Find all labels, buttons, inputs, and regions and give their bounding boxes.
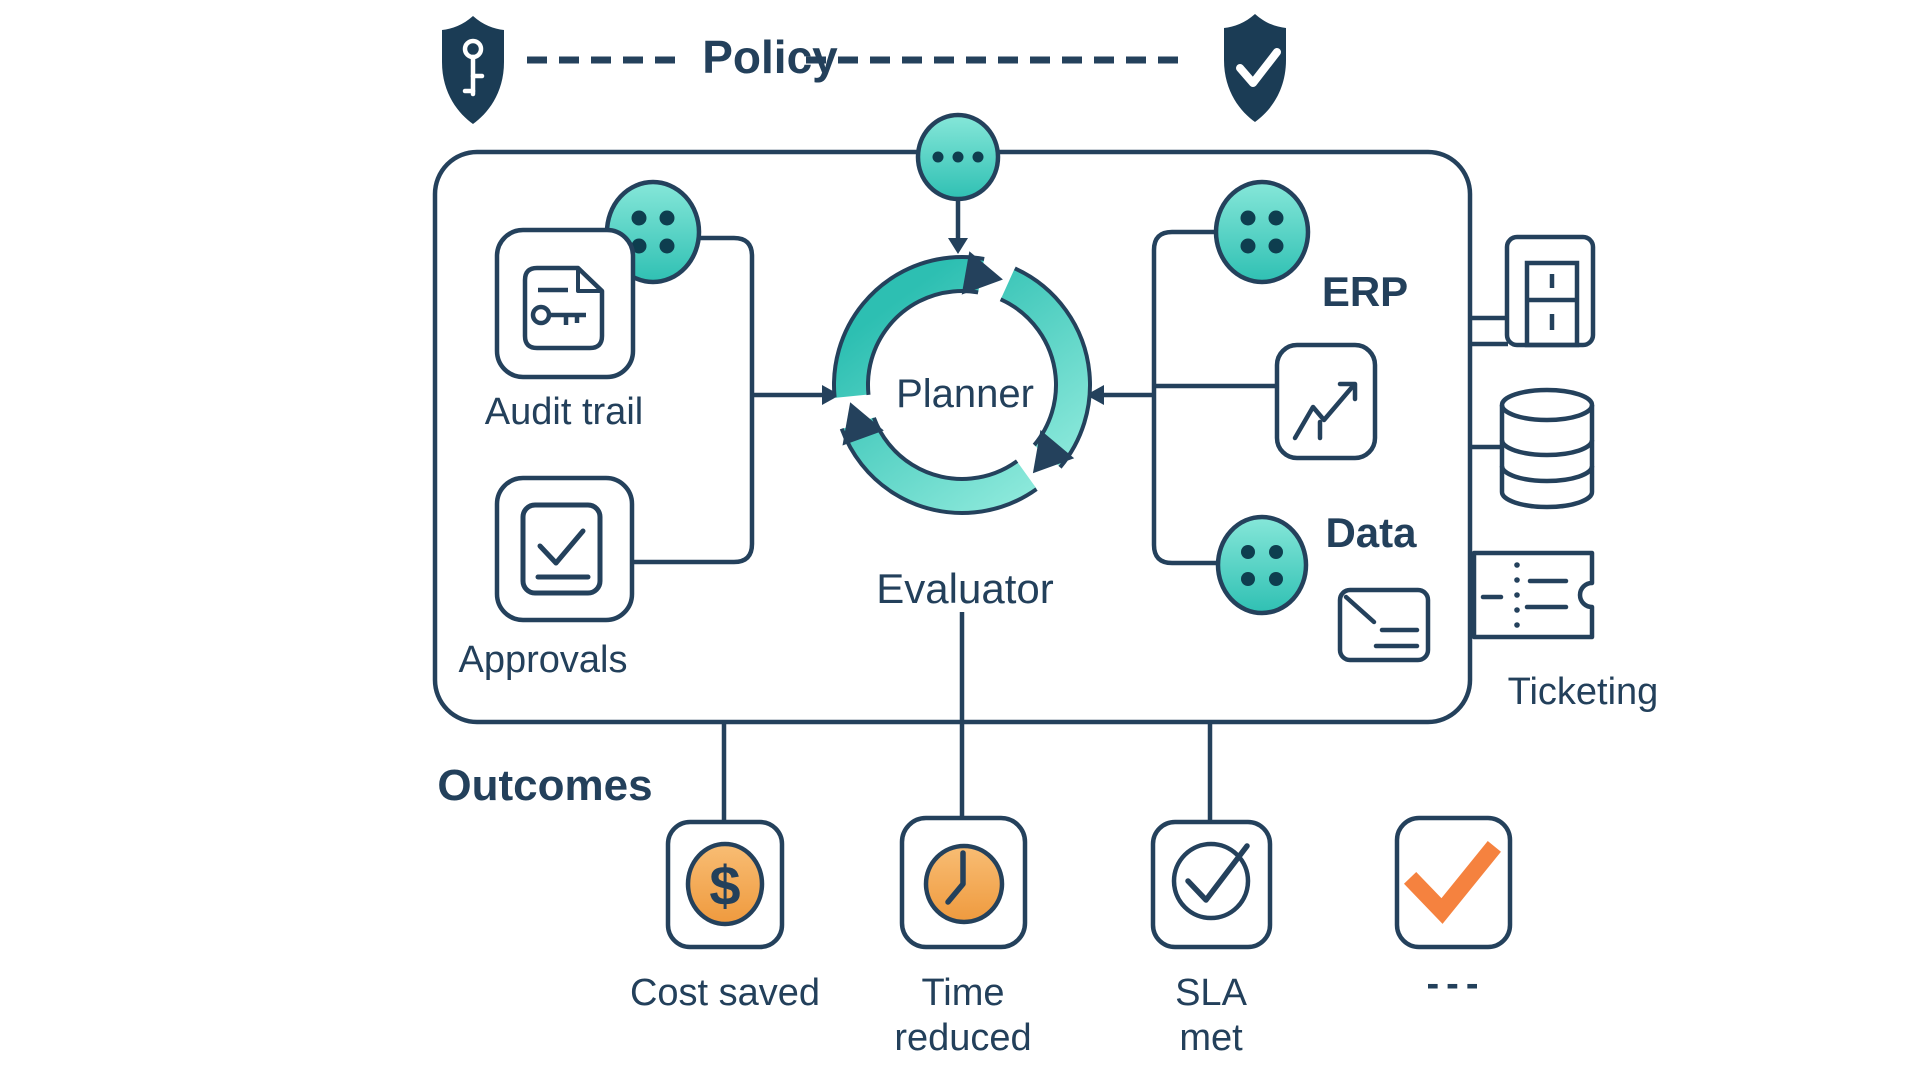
left-bracket-connector — [634, 235, 755, 565]
circle-check-icon — [1171, 841, 1251, 921]
data-envelope-icon — [1337, 587, 1431, 663]
erp-label: ERP — [1321, 268, 1409, 315]
ticketing-label: Ticketing — [1507, 671, 1659, 713]
audit-trail-card — [494, 227, 636, 380]
policy-label: Policy — [702, 31, 838, 83]
dollar-coin-icon — [685, 841, 765, 927]
policy-node-icon — [915, 112, 1001, 202]
outcome-more-tile — [1394, 815, 1513, 950]
planner-evaluator-loop-icon — [832, 251, 1092, 515]
cycle-arrowhead — [1032, 429, 1075, 474]
policy-shield-check-icon — [1224, 14, 1286, 122]
approvals-checkbox-icon — [520, 502, 603, 596]
right-bracket-connector — [1151, 229, 1216, 566]
connector-arrowheads — [822, 238, 1104, 405]
time-label-line2: reduced — [894, 1017, 1032, 1059]
approvals-card — [494, 475, 635, 623]
ticket-icon — [1471, 550, 1595, 640]
sla-label-line1: SLA — [1175, 972, 1247, 1014]
planner-label: Planner — [896, 372, 1034, 416]
dollar-sign-glyph: $ — [709, 854, 741, 917]
erp-trend-chart-icon — [1292, 381, 1358, 441]
connector-lines — [634, 199, 1508, 822]
outcome-time-reduced-tile — [899, 815, 1028, 950]
audit-document-key-icon — [522, 265, 605, 351]
cost-saved-label: Cost saved — [629, 972, 821, 1014]
arrowhead-into-planner-left — [822, 385, 840, 405]
audit-trail-label: Audit trail — [484, 391, 644, 433]
time-label-line1: Time — [921, 972, 1005, 1014]
erp-node-icon — [1213, 179, 1311, 285]
outcome-sla-met-tile — [1150, 819, 1273, 950]
clock-icon — [923, 843, 1005, 925]
data-node-icon — [1215, 514, 1309, 616]
cycle-arrowhead — [961, 251, 1003, 295]
cycle-arrowhead — [842, 402, 884, 446]
data-label: Data — [1325, 509, 1417, 556]
orange-check-icon — [1403, 841, 1501, 924]
evaluator-label: Evaluator — [876, 565, 1054, 612]
outcomes-section-label: Outcomes — [437, 761, 653, 810]
erp-chart-card — [1274, 342, 1378, 461]
policy-shield-key-icon — [442, 16, 504, 124]
arrowhead-into-planner-top — [948, 238, 968, 254]
approvals-label: Approvals — [458, 639, 628, 681]
database-icon — [1499, 387, 1595, 510]
sla-label-line2: met — [1179, 1017, 1243, 1059]
more-dashes-label: --- — [1426, 963, 1486, 1005]
outcome-cost-saved-tile — [665, 819, 785, 950]
server-cabinet-icon — [1504, 234, 1596, 348]
arrowhead-into-planner-right — [1086, 385, 1104, 405]
